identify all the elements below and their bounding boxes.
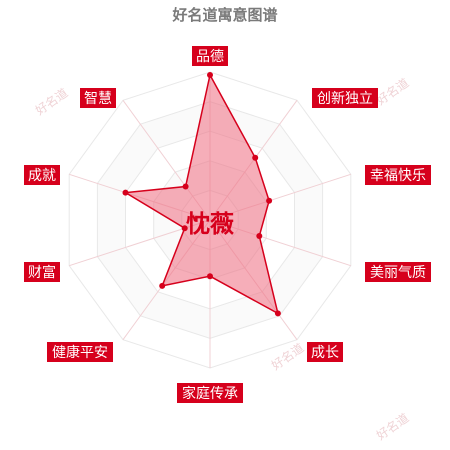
category-label-bg [192,46,228,66]
category-label-bg [312,88,378,108]
category-label-bg [177,383,243,403]
watermark: 好名道 [373,75,411,108]
watermark: 好名道 [32,85,70,118]
data-point [274,310,281,317]
data-point [266,197,273,204]
category-label-bg [80,88,116,108]
category-label: 成就 [24,165,60,185]
category-label-text: 幸福快乐 [370,168,426,184]
data-point [182,183,189,190]
category-label-bg [365,165,431,185]
category-label: 成长 [307,342,343,362]
category-label-bg [365,262,431,282]
category-label: 幸福快乐 [365,165,431,185]
category-label-text: 成长 [311,345,339,361]
category-label-text: 成就 [28,168,56,184]
category-label: 创新独立 [312,88,378,108]
chart-title: 好名道寓意图谱 [172,6,278,24]
data-point [207,273,213,280]
watermark: 好名道 [373,410,411,443]
category-label: 智慧 [80,88,116,108]
category-label: 财富 [24,262,60,282]
category-label: 家庭传承 [177,383,243,403]
data-point [252,154,259,161]
category-label-text: 财富 [28,264,56,281]
data-point [159,282,166,289]
category-label-text: 智慧 [84,91,112,107]
data-point [181,225,188,232]
center-name: 忱薇 [186,210,234,238]
category-label-bg [47,342,113,362]
category-label-text: 创新独立 [317,91,373,107]
category-label-text: 美丽气质 [370,265,426,281]
category-label-text: 家庭传承 [182,385,238,402]
category-label: 健康平安 [47,342,113,362]
category-label-bg [307,342,343,362]
category-label: 品德 [192,46,228,66]
data-point [207,72,213,78]
data-point [256,233,263,239]
category-label-text: 健康平安 [52,344,108,361]
data-point [122,189,129,196]
category-label-text: 品德 [196,49,224,65]
category-label-bg [24,165,60,185]
category-label-bg [24,262,60,282]
data-points [122,72,281,317]
category-label: 美丽气质 [365,262,431,282]
